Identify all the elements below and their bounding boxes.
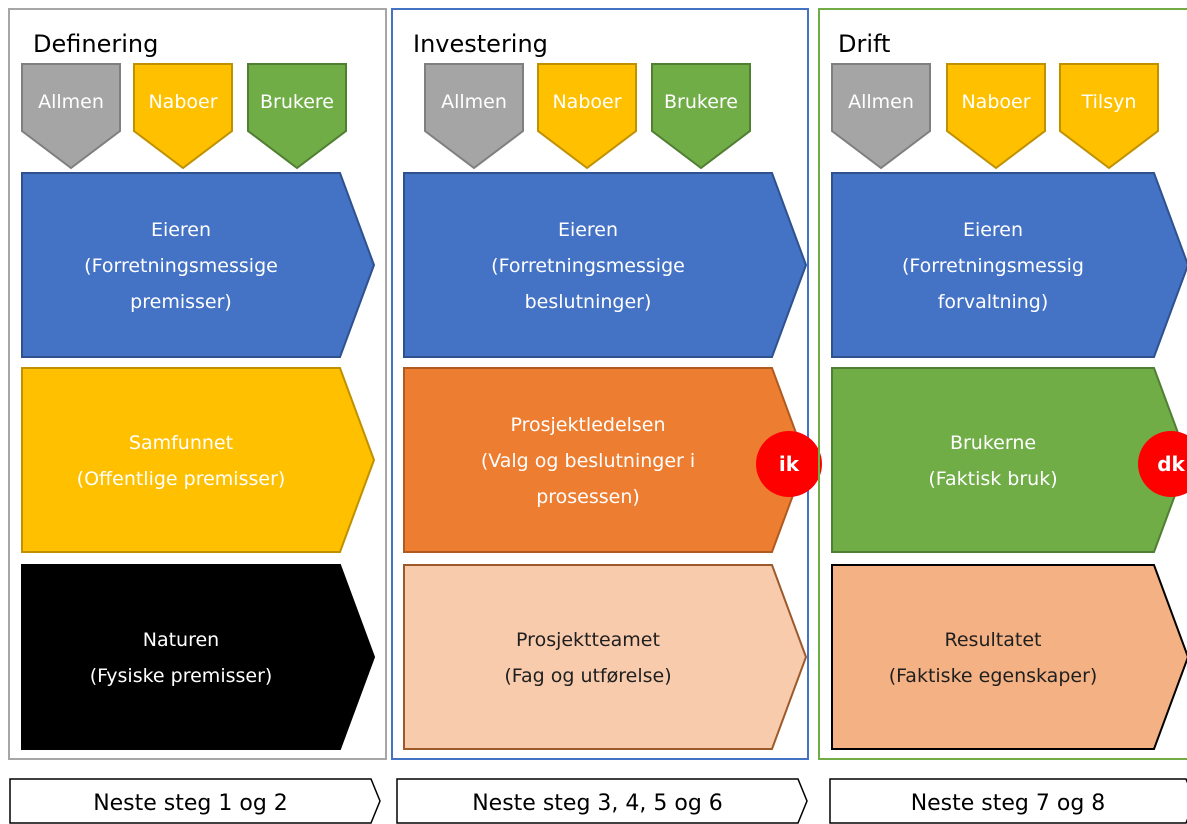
- role-box-shape: [831, 564, 1187, 750]
- role-box-line: (Valg og beslutninger i: [481, 450, 695, 472]
- stakeholder-tag-allmen: Allmen: [831, 63, 931, 170]
- role-box-line: Naturen: [143, 629, 219, 651]
- column-title: Drift: [838, 30, 890, 58]
- stakeholder-tag-shape: [946, 63, 1046, 170]
- stakeholder-tag-label: Allmen: [38, 91, 104, 113]
- role-box-line: Eieren: [963, 219, 1023, 241]
- column-title: Definering: [33, 30, 158, 58]
- stakeholder-tag-label: Allmen: [441, 91, 507, 113]
- badge-label: ik: [779, 452, 800, 476]
- stakeholder-tag-shape: [831, 63, 931, 170]
- role-box-line: Prosjektledelsen: [510, 414, 665, 436]
- role-box-prosjektledelsen: Prosjektledelsen (Valg og beslutninger i p…: [403, 367, 808, 553]
- role-box-line: Eieren: [558, 219, 618, 241]
- role-box-line: beslutninger): [525, 291, 652, 313]
- stakeholder-tag-shape: [651, 63, 751, 170]
- role-box-line: (Forretningsmessige: [84, 255, 278, 277]
- stakeholder-tag-naboer: Naboer: [946, 63, 1046, 170]
- column-frame: [818, 8, 1187, 760]
- role-box-line: forvaltning): [938, 291, 1049, 313]
- role-box-shape: [831, 172, 1187, 358]
- stakeholder-tag-shape: [133, 63, 233, 170]
- stakeholder-tag-shape: [21, 63, 121, 170]
- role-box-line: (Faktisk bruk): [928, 468, 1057, 490]
- role-box-line: Samfunnet: [129, 432, 233, 454]
- role-box-shape: [21, 564, 376, 750]
- next-step-label: Neste steg 3, 4, 5 og 6: [472, 791, 723, 816]
- next-step-shape: [9, 778, 381, 824]
- next-step-shape: [396, 778, 808, 824]
- next-step-shape: [829, 778, 1187, 824]
- column-frame: [391, 8, 809, 760]
- role-box-eieren: Eieren (Forretningsmessige beslutninger): [403, 172, 808, 358]
- next-step-arrow: Neste steg 1 og 2: [9, 778, 381, 824]
- stakeholder-tag-label: Brukere: [664, 91, 738, 113]
- stakeholder-tag-brukere: Brukere: [247, 63, 347, 170]
- stakeholder-tag-label: Brukere: [260, 91, 334, 113]
- role-box-line: Brukerne: [950, 432, 1036, 454]
- role-box-shape: [403, 564, 808, 750]
- stakeholder-tag-shape: [537, 63, 637, 170]
- next-step-arrow: Neste steg 7 og 8: [829, 778, 1187, 824]
- role-box-eieren: Eieren (Forretningsmessig forvaltning): [831, 172, 1187, 358]
- stakeholder-tag-brukere: Brukere: [651, 63, 751, 170]
- stakeholder-tag-label: Tilsyn: [1081, 91, 1137, 113]
- role-box-line: (Fag og utførelse): [504, 665, 671, 687]
- role-box-naturen: Naturen (Fysiske premisser): [21, 564, 376, 750]
- stakeholder-tag-shape: [1059, 63, 1159, 170]
- stakeholder-tag-shape: [424, 63, 524, 170]
- role-box-line: (Forretningsmessige: [491, 255, 685, 277]
- role-box-line: (Fysiske premisser): [90, 665, 273, 687]
- role-box-shape: [403, 367, 808, 553]
- role-box-line: (Forretningsmessig: [902, 255, 1084, 277]
- column-title: Investering: [413, 30, 548, 58]
- stakeholder-tag-label: Naboer: [552, 91, 621, 113]
- role-box-line: Prosjektteamet: [516, 629, 660, 651]
- role-box-shape: [21, 367, 376, 553]
- stakeholder-tag-naboer: Naboer: [133, 63, 233, 170]
- role-box-line: Resultatet: [945, 629, 1042, 651]
- role-box-prosjektteamet: Prosjektteamet (Fag og utførelse): [403, 564, 808, 750]
- role-box-shape: [831, 367, 1187, 553]
- badge-circle: [1138, 431, 1187, 497]
- column-frame: [8, 8, 387, 760]
- stakeholder-tag-label: Allmen: [848, 91, 914, 113]
- stakeholder-tag-label: Naboer: [961, 91, 1030, 113]
- role-box-samfunnet: Samfunnet (Offentlige premisser): [21, 367, 376, 553]
- badge-dk: dk: [1138, 431, 1187, 497]
- role-box-shape: [21, 172, 376, 358]
- role-box-line: Eieren: [151, 219, 211, 241]
- role-box-line: (Offentlige premisser): [77, 468, 286, 490]
- role-box-line: (Faktiske egenskaper): [889, 665, 1098, 687]
- next-step-label: Neste steg 1 og 2: [93, 791, 288, 816]
- stakeholder-tag-allmen: Allmen: [21, 63, 121, 170]
- role-box-line: premisser): [130, 291, 232, 313]
- stakeholder-tag-label: Naboer: [148, 91, 217, 113]
- role-box-shape: [403, 172, 808, 358]
- badge-label: dk: [1157, 452, 1185, 476]
- role-box-brukerne: Brukerne (Faktisk bruk): [831, 367, 1187, 553]
- role-box-line: prosessen): [536, 486, 640, 508]
- stakeholder-tag-tilsyn: Tilsyn: [1059, 63, 1159, 170]
- badge-ik: ik: [756, 431, 822, 497]
- stakeholder-tag-shape: [247, 63, 347, 170]
- stakeholder-tag-allmen: Allmen: [424, 63, 524, 170]
- badge-circle: [756, 431, 822, 497]
- stakeholder-tag-naboer: Naboer: [537, 63, 637, 170]
- role-box-resultatet: Resultatet (Faktiske egenskaper): [831, 564, 1187, 750]
- role-box-eieren: Eieren (Forretningsmessige premisser): [21, 172, 376, 358]
- next-step-arrow: Neste steg 3, 4, 5 og 6: [396, 778, 808, 824]
- next-step-label: Neste steg 7 og 8: [911, 791, 1106, 816]
